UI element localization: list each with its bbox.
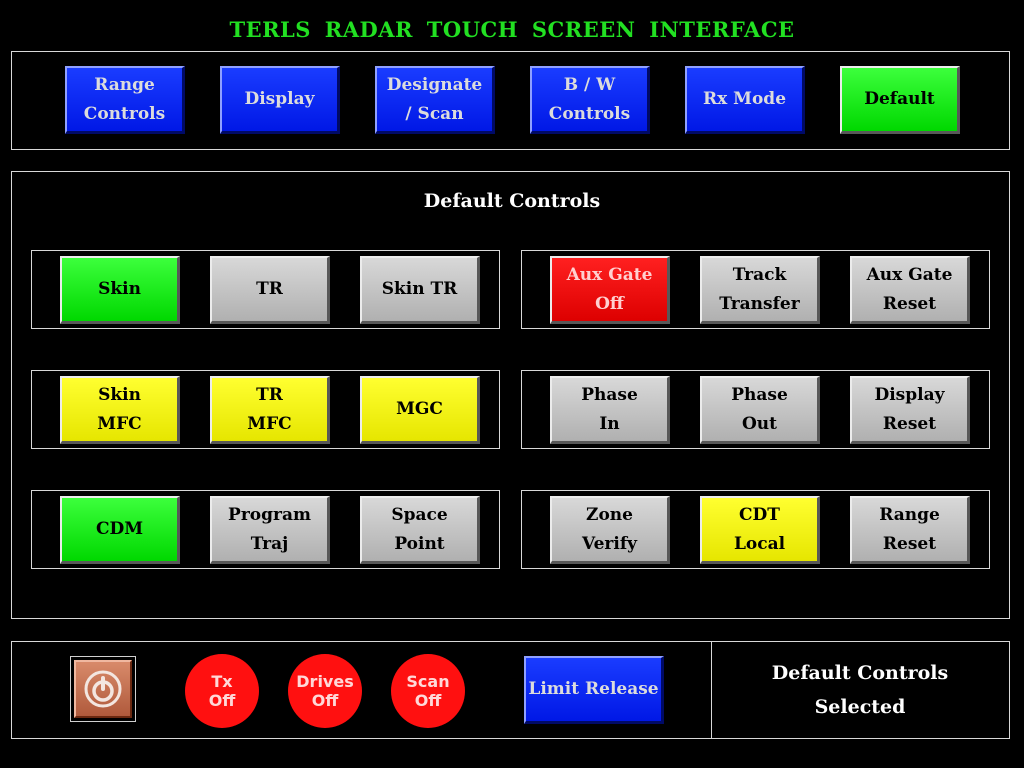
- default-button[interactable]: Default: [840, 66, 960, 134]
- aux-gate-off-button[interactable]: Aux Gate Off: [550, 256, 670, 324]
- status-line-2: Selected: [814, 696, 906, 718]
- tr-button[interactable]: TR: [210, 256, 330, 324]
- tr-label: TR: [256, 279, 283, 300]
- page-title: TERLS RADAR TOUCH SCREEN INTERFACE: [229, 17, 795, 42]
- scan-off-label-2: Off: [414, 691, 442, 710]
- zone-verify-label-1: Zone: [586, 505, 633, 526]
- track-transfer-label-1: Track: [732, 265, 787, 286]
- top-menu-panel: [11, 51, 1010, 150]
- group-frame-right-2: [521, 370, 990, 449]
- skin-mfc-label-2: MFC: [97, 413, 142, 434]
- range-controls-button[interactable]: Range Controls: [65, 66, 185, 134]
- tx-off-label-1: Tx: [211, 671, 233, 691]
- range-reset-label-2: Reset: [882, 533, 937, 554]
- bottom-divider: [711, 642, 712, 738]
- mgc-button[interactable]: MGC: [360, 376, 480, 444]
- tr-mfc-label-1: TR: [256, 385, 283, 406]
- designate-scan-label-2: / Scan: [405, 103, 464, 124]
- display-label: Display: [244, 89, 315, 110]
- scan-off-label-1: Scan: [406, 671, 450, 691]
- drives-off-button[interactable]: Drives Off: [288, 654, 362, 728]
- rx-mode-label: Rx Mode: [702, 89, 787, 110]
- track-transfer-button[interactable]: Track Transfer: [700, 256, 820, 324]
- default-controls-panel: [11, 171, 1010, 619]
- skin-tr-label: Skin TR: [381, 279, 458, 300]
- program-traj-label-2: Traj: [250, 533, 289, 554]
- cdm-button[interactable]: CDM: [60, 496, 180, 564]
- drives-off-label-2: Off: [311, 691, 339, 710]
- skin-label: Skin: [98, 279, 141, 300]
- skin-mfc-button[interactable]: Skin MFC: [60, 376, 180, 444]
- group-frame-right-1: [521, 250, 990, 329]
- skin-button[interactable]: Skin: [60, 256, 180, 324]
- bw-controls-button[interactable]: B / W Controls: [530, 66, 650, 134]
- aux-gate-off-label-1: Aux Gate: [566, 265, 653, 286]
- phase-out-label-1: Phase: [731, 385, 788, 406]
- aux-gate-reset-button[interactable]: Aux Gate Reset: [850, 256, 970, 324]
- group-frame-left-2: [31, 370, 500, 449]
- group-frame-right-3: [521, 490, 990, 569]
- section-title: Default Controls: [423, 190, 601, 212]
- program-traj-label-1: Program: [228, 505, 311, 526]
- scan-off-button[interactable]: Scan Off: [391, 654, 465, 728]
- status-line-1: Default Controls: [771, 662, 949, 684]
- tr-mfc-label-2: MFC: [247, 413, 292, 434]
- phase-out-label-2: Out: [741, 413, 778, 434]
- default-label: Default: [864, 89, 935, 110]
- power-button-face: [74, 660, 132, 718]
- mgc-label: MGC: [396, 399, 443, 420]
- cdt-local-button[interactable]: CDT Local: [700, 496, 820, 564]
- zone-verify-label-2: Verify: [581, 533, 638, 554]
- skin-tr-button[interactable]: Skin TR: [360, 256, 480, 324]
- range-reset-label-1: Range: [879, 505, 940, 526]
- group-frame-left-3: [31, 490, 500, 569]
- aux-gate-off-label-2: Off: [595, 293, 624, 314]
- status-message: Default Controls Selected: [711, 642, 1009, 738]
- limit-release-button[interactable]: Limit Release: [524, 656, 664, 724]
- display-reset-label-1: Display: [874, 385, 945, 406]
- display-reset-button[interactable]: Display Reset: [850, 376, 970, 444]
- space-point-label-2: Point: [394, 533, 445, 554]
- range-controls-label-2: Controls: [83, 103, 166, 124]
- tx-off-label-2: Off: [208, 691, 236, 710]
- designate-scan-button[interactable]: Designate / Scan: [375, 66, 495, 134]
- zone-verify-button[interactable]: Zone Verify: [550, 496, 670, 564]
- range-controls-label-1: Range: [94, 75, 155, 96]
- skin-mfc-label-1: Skin: [98, 385, 141, 406]
- aux-gate-reset-label-1: Aux Gate: [866, 265, 953, 286]
- program-traj-button[interactable]: Program Traj: [210, 496, 330, 564]
- designate-scan-label-1: Designate: [386, 75, 483, 96]
- range-reset-button[interactable]: Range Reset: [850, 496, 970, 564]
- drives-off-label-1: Drives: [296, 671, 354, 691]
- phase-out-button[interactable]: Phase Out: [700, 376, 820, 444]
- power-icon: [84, 670, 122, 708]
- space-point-button[interactable]: Space Point: [360, 496, 480, 564]
- aux-gate-reset-label-2: Reset: [882, 293, 937, 314]
- group-frame-left-1: [31, 250, 500, 329]
- space-point-label-1: Space: [391, 505, 448, 526]
- bottom-panel: [11, 641, 1010, 739]
- cdm-label: CDM: [95, 519, 144, 540]
- tr-mfc-button[interactable]: TR MFC: [210, 376, 330, 444]
- cdt-local-label-2: Local: [733, 533, 786, 554]
- tx-off-button[interactable]: Tx Off: [185, 654, 259, 728]
- display-reset-label-2: Reset: [882, 413, 937, 434]
- phase-in-label-1: Phase: [581, 385, 638, 406]
- track-transfer-label-2: Transfer: [719, 293, 800, 314]
- phase-in-button[interactable]: Phase In: [550, 376, 670, 444]
- limit-release-label: Limit Release: [528, 679, 659, 700]
- power-button[interactable]: [70, 656, 136, 722]
- bw-controls-label-1: B / W: [563, 75, 616, 96]
- cdt-local-label-1: CDT: [739, 505, 780, 526]
- rx-mode-button[interactable]: Rx Mode: [685, 66, 805, 134]
- phase-in-label-2: In: [599, 413, 620, 434]
- bw-controls-label-2: Controls: [548, 103, 631, 124]
- display-button[interactable]: Display: [220, 66, 340, 134]
